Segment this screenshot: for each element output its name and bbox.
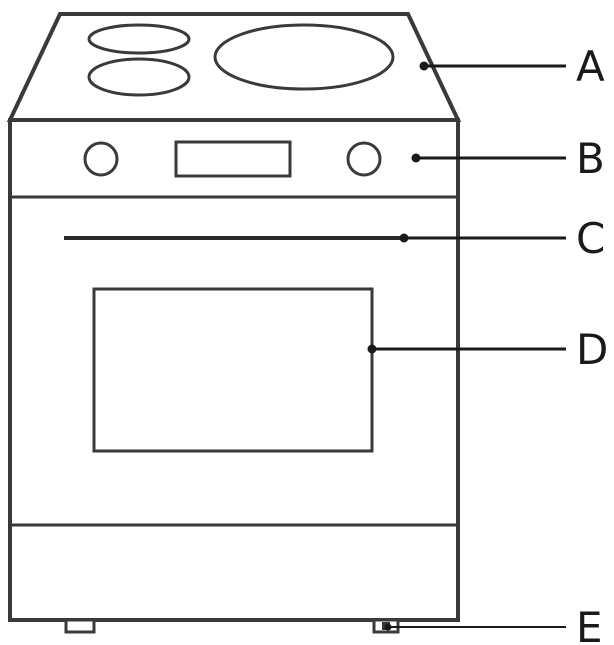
oven-door-window <box>92 287 374 453</box>
leader-dot-c <box>399 233 409 243</box>
foot-left <box>64 618 96 634</box>
callout-label-c: C <box>576 214 605 263</box>
callout-label-a: A <box>576 42 605 91</box>
hotplate-large <box>213 23 395 91</box>
display-panel <box>174 140 292 178</box>
control-knob-left <box>83 141 119 177</box>
leader-dot-b <box>411 153 421 163</box>
callout-label-d: D <box>576 325 608 374</box>
hotplate-small-bottom-left <box>87 57 191 97</box>
cooker-body <box>8 118 460 622</box>
callout-label-e: E <box>576 603 603 645</box>
cooktop-surface <box>6 12 462 122</box>
leader-dot-d <box>367 344 377 354</box>
leader-dot-a <box>419 61 429 71</box>
hotplate-small-top-left <box>87 23 191 55</box>
leader-dot-e <box>384 623 392 631</box>
callout-label-b: B <box>576 134 605 183</box>
control-knob-right <box>346 141 382 177</box>
